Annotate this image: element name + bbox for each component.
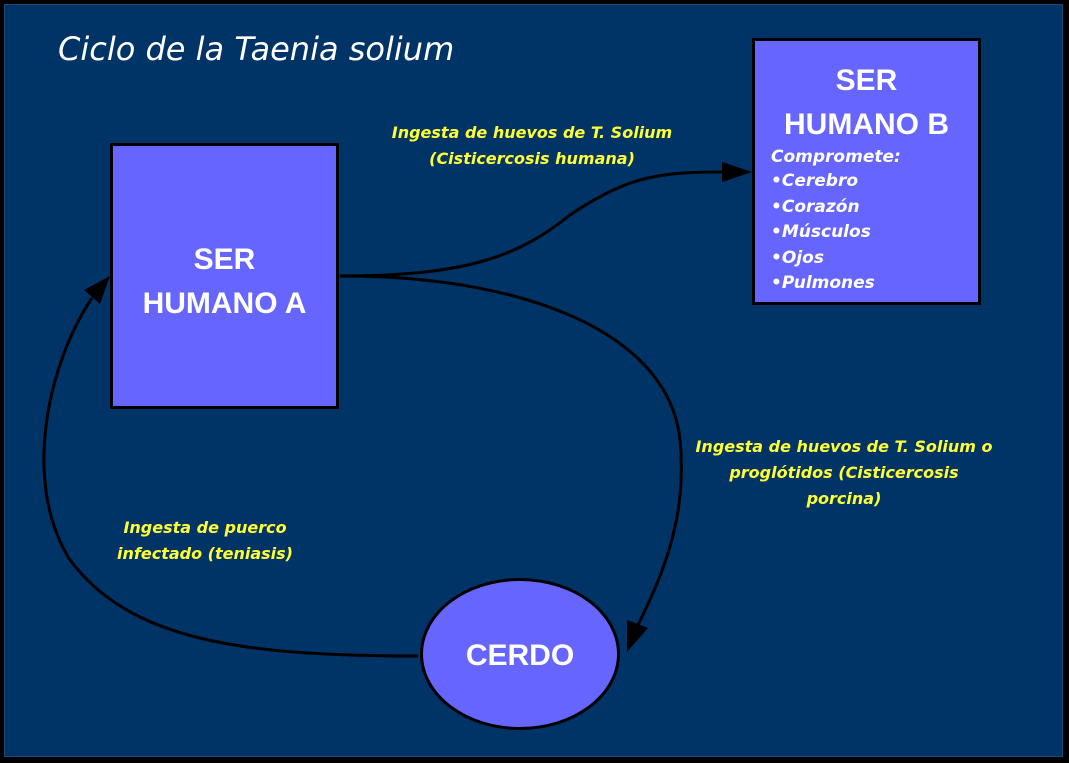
node-cerdo-label: CERDO xyxy=(465,639,575,672)
edge-label-cerdo-to-a-line1: Ingesta de puerco xyxy=(123,518,287,537)
node-ser-humano-a-line1: SER xyxy=(193,243,256,276)
arrow-a-to-cerdo xyxy=(339,274,683,626)
organ-item: •Ojos xyxy=(771,247,824,268)
node-ser-humano-a-line2: HUMANO A xyxy=(142,287,307,320)
organ-item: •Corazón xyxy=(771,196,860,217)
arrowhead-cerdo-to-a xyxy=(84,276,110,304)
arrowhead-a-to-cerdo xyxy=(627,620,648,652)
node-ser-humano-b-line2: HUMANO B xyxy=(784,108,949,141)
edge-label-a-to-cerdo-line2: proglótidos (Cisticercosis xyxy=(729,463,959,482)
node-ser-humano-b: SER HUMANO B Compromete: •Cerebro •Coraz… xyxy=(752,38,981,305)
edge-label-cerdo-to-a-line2: infectado (teniasis) xyxy=(117,544,293,563)
node-ser-humano-a: SER HUMANO A xyxy=(110,143,339,409)
diagram-title: Ciclo de la Taenia solium xyxy=(58,30,455,68)
organ-list: •Cerebro •Corazón •Músculos •Ojos •Pulmo… xyxy=(771,169,875,297)
organ-item: •Cerebro xyxy=(771,171,859,191)
node-ser-humano-b-line1: SER xyxy=(835,64,898,97)
arrow-a-to-b xyxy=(339,170,727,278)
edge-label-a-to-cerdo: Ingesta de huevos de T. Solium o proglót… xyxy=(672,434,1016,512)
edge-label-cerdo-to-a: Ingesta de puerco infectado (teniasis) xyxy=(85,515,325,567)
arrow-cerdo-to-a xyxy=(42,297,419,658)
edge-label-a-to-b-line2: (Cisticercosis humana) xyxy=(429,149,635,168)
node-cerdo: CERDO xyxy=(420,578,620,730)
organ-item: •Pulmones xyxy=(771,273,875,293)
edge-label-a-to-b: Ingesta de huevos de T. Solium (Cisticer… xyxy=(372,120,692,172)
organ-item: •Músculos xyxy=(771,222,871,242)
compromete-label: Compromete: xyxy=(771,147,901,167)
node-ser-humano-a-label: SER HUMANO A xyxy=(113,238,336,326)
edge-label-a-to-cerdo-line3: porcina) xyxy=(806,489,882,508)
edge-label-a-to-b-line1: Ingesta de huevos de T. Solium xyxy=(391,123,673,142)
arrowhead-a-to-b xyxy=(722,162,752,182)
node-ser-humano-b-label: SER HUMANO B xyxy=(755,59,978,147)
edge-label-a-to-cerdo-line1: Ingesta de huevos de T. Solium o xyxy=(695,437,993,456)
